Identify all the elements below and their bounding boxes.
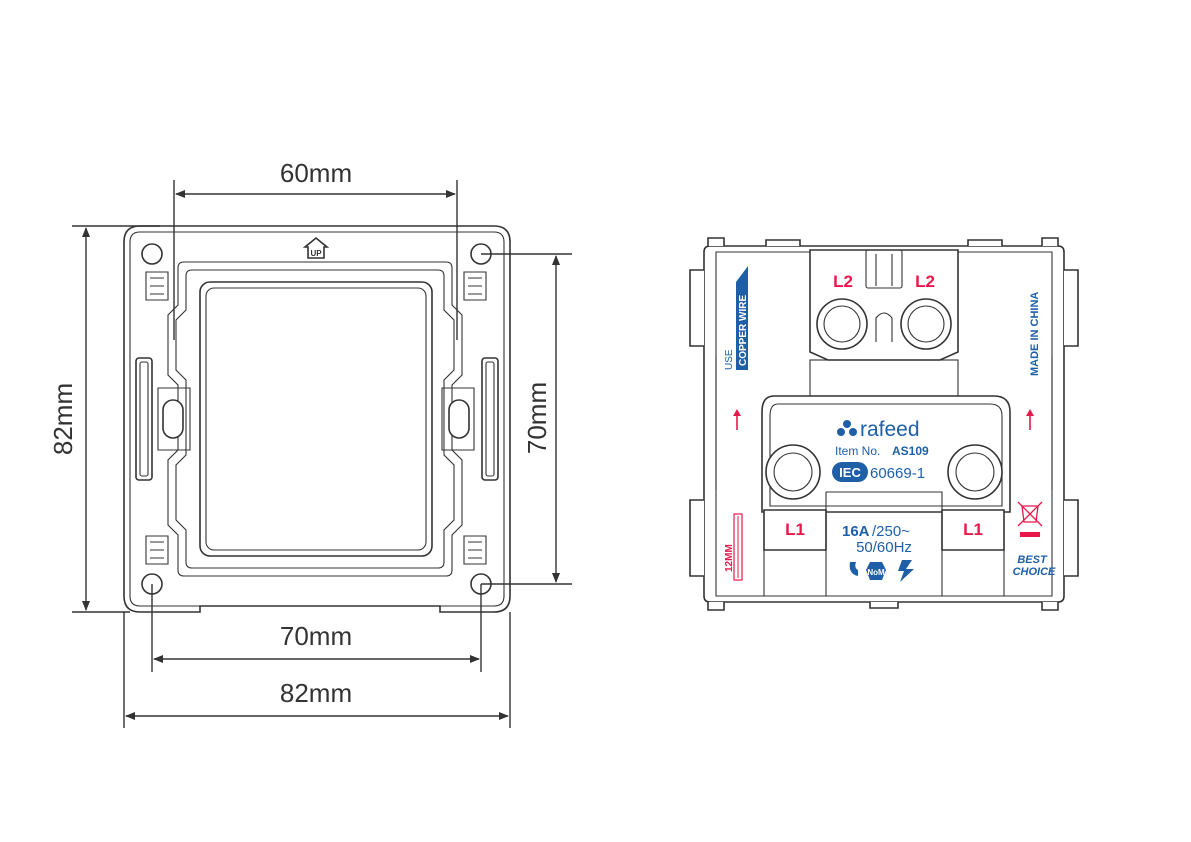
dim-bottom-inner: 70mm	[280, 621, 352, 651]
standard-number: 60669-1	[870, 465, 925, 482]
wire-line2: COPPER WIRE	[738, 295, 749, 366]
weee-bin-icon	[1017, 501, 1043, 537]
iec-mark: IEC	[839, 465, 861, 480]
dimension-lines-left: 60mm 82mm 70mm 70mm 82mm	[48, 158, 572, 728]
cert-mark: NoM	[867, 568, 885, 577]
dim-right-height: 70mm	[522, 382, 552, 454]
corner-hole	[141, 243, 163, 265]
up-arrow-icon	[1026, 409, 1034, 430]
origin-text: MADE IN CHINA	[1029, 292, 1041, 376]
terminal-l2-left: L2	[833, 272, 853, 291]
strip-length: 12MM	[724, 544, 735, 572]
frequency: 50/60Hz	[856, 539, 912, 556]
rating-current: 16A	[842, 523, 870, 540]
dim-bottom-outer: 82mm	[280, 678, 352, 708]
badge-line2: CHOICE	[1013, 566, 1056, 578]
badge-line1: BEST	[1017, 554, 1048, 566]
dim-top-width: 60mm	[280, 158, 352, 188]
switch-module: rafeed Item No. AS109 IEC 60669-1 16A /2…	[689, 237, 1079, 611]
rating-voltage: /250~	[872, 523, 910, 540]
brand-name: rafeed	[860, 418, 920, 441]
item-prefix: Item No.	[835, 444, 880, 458]
certification-icons: NoM	[849, 560, 914, 582]
up-mark: UP	[310, 249, 322, 258]
iec-badge	[832, 462, 868, 482]
terminal-l2-right: L2	[915, 272, 935, 291]
brand-logo-icon	[837, 420, 857, 436]
lightning-icon	[898, 560, 914, 582]
dim-left-height: 82mm	[48, 383, 78, 455]
wire-line1: USE	[724, 349, 735, 370]
terminal-l1-right: L1	[963, 520, 983, 539]
copper-wire-tag	[736, 266, 748, 370]
item-number: AS109	[892, 444, 929, 458]
strip-length-gauge	[733, 513, 743, 581]
up-arrow-icon	[733, 409, 741, 430]
terminal-l1-left: L1	[785, 520, 805, 539]
up-arrow-icon: UP	[302, 236, 330, 259]
mounting-plate: UP	[123, 225, 511, 613]
